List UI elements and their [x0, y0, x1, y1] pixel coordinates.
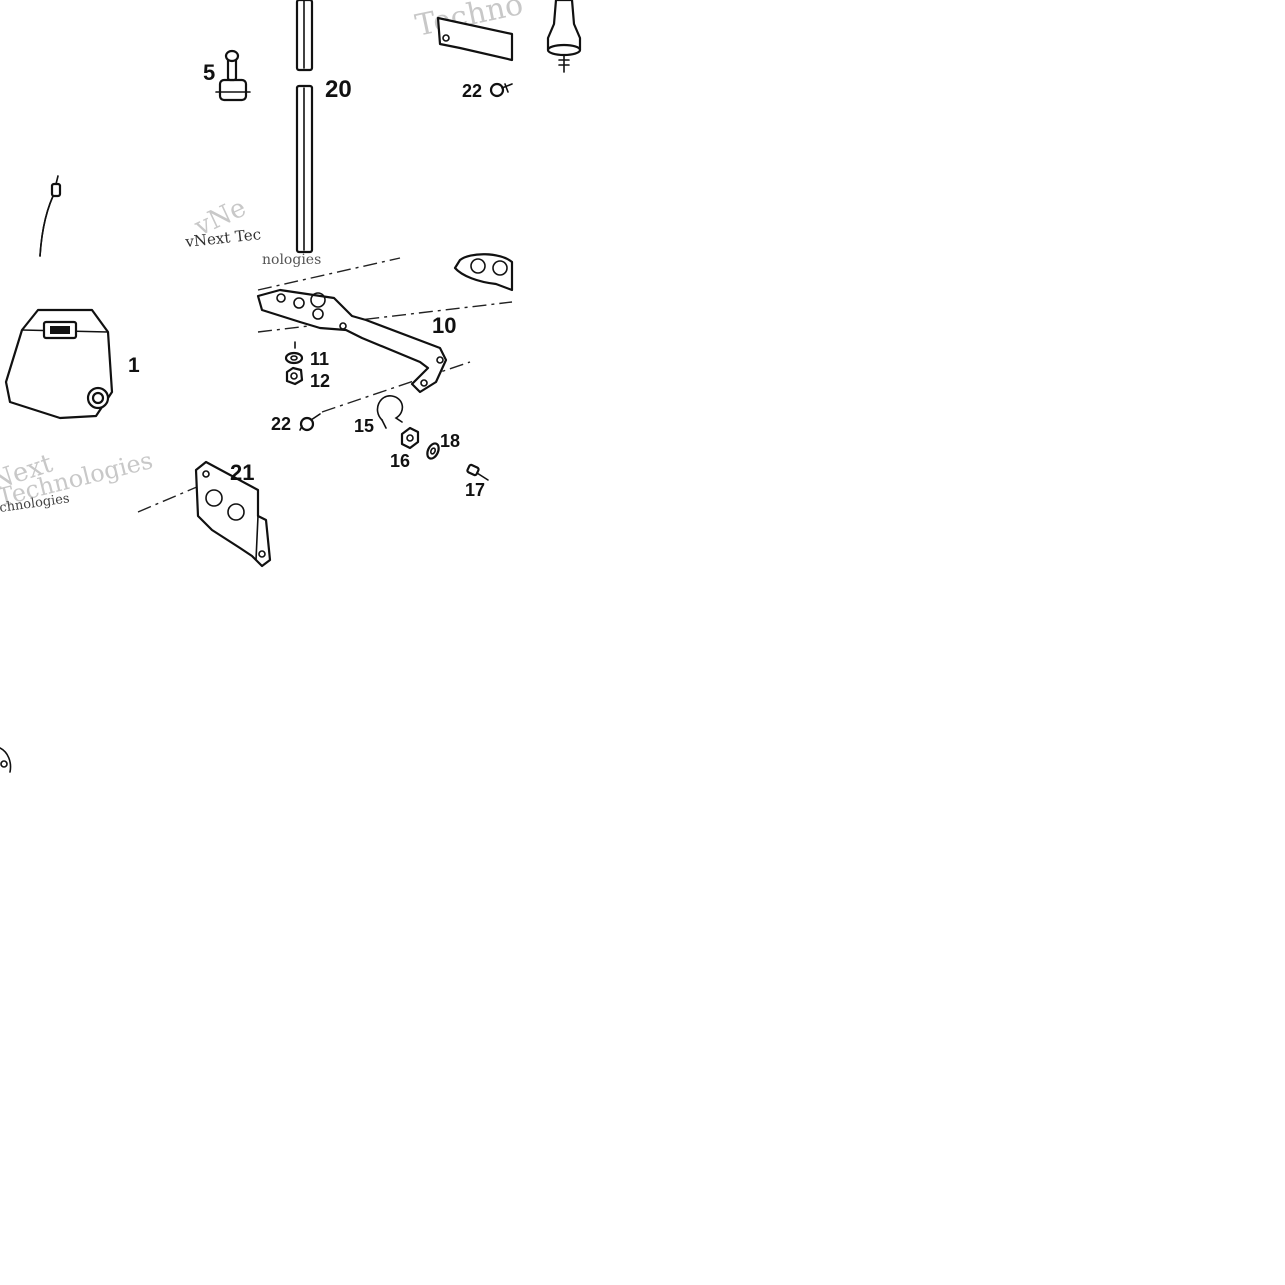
callout-21: 21 [230, 460, 254, 485]
antenna-base [546, 0, 582, 73]
cable [39, 175, 62, 257]
callout-17: 17 [465, 480, 485, 500]
callout-22-mid: 22 [271, 414, 291, 434]
callout-1: 1 [128, 354, 140, 377]
part-10-bracket [256, 288, 448, 394]
center-lines [137, 257, 513, 513]
callout-5: 5 [203, 60, 215, 85]
part-16-nut [400, 426, 420, 450]
part-21-gasket [194, 460, 272, 568]
part-18-washer [426, 442, 440, 460]
callout-16: 16 [390, 451, 410, 471]
fragment-lower-left [0, 747, 12, 773]
callouts: 1 5 10 11 12 15 16 17 18 20 21 22 22 [128, 60, 485, 500]
watermark-mid-c: nologies [262, 252, 321, 268]
callout-10: 10 [432, 313, 456, 338]
callout-22-top: 22 [462, 81, 482, 101]
callout-11: 11 [310, 349, 329, 369]
part-15-clamp [376, 395, 404, 429]
callout-12: 12 [310, 371, 330, 391]
part-1-box [4, 308, 114, 420]
part-22-bolt-mid [299, 413, 321, 432]
part-17-screw [466, 463, 489, 481]
gasket-right [453, 253, 514, 292]
part-5-switch [215, 49, 251, 102]
part-20-rod [295, 0, 314, 254]
top-bracket-fragment [436, 16, 514, 62]
callout-18: 18 [440, 431, 460, 451]
part-22-bolt-top [489, 82, 513, 98]
callout-20: 20 [325, 76, 352, 103]
callout-15: 15 [354, 416, 374, 436]
part-12-nut [285, 366, 304, 386]
part-11-washer [284, 351, 304, 365]
